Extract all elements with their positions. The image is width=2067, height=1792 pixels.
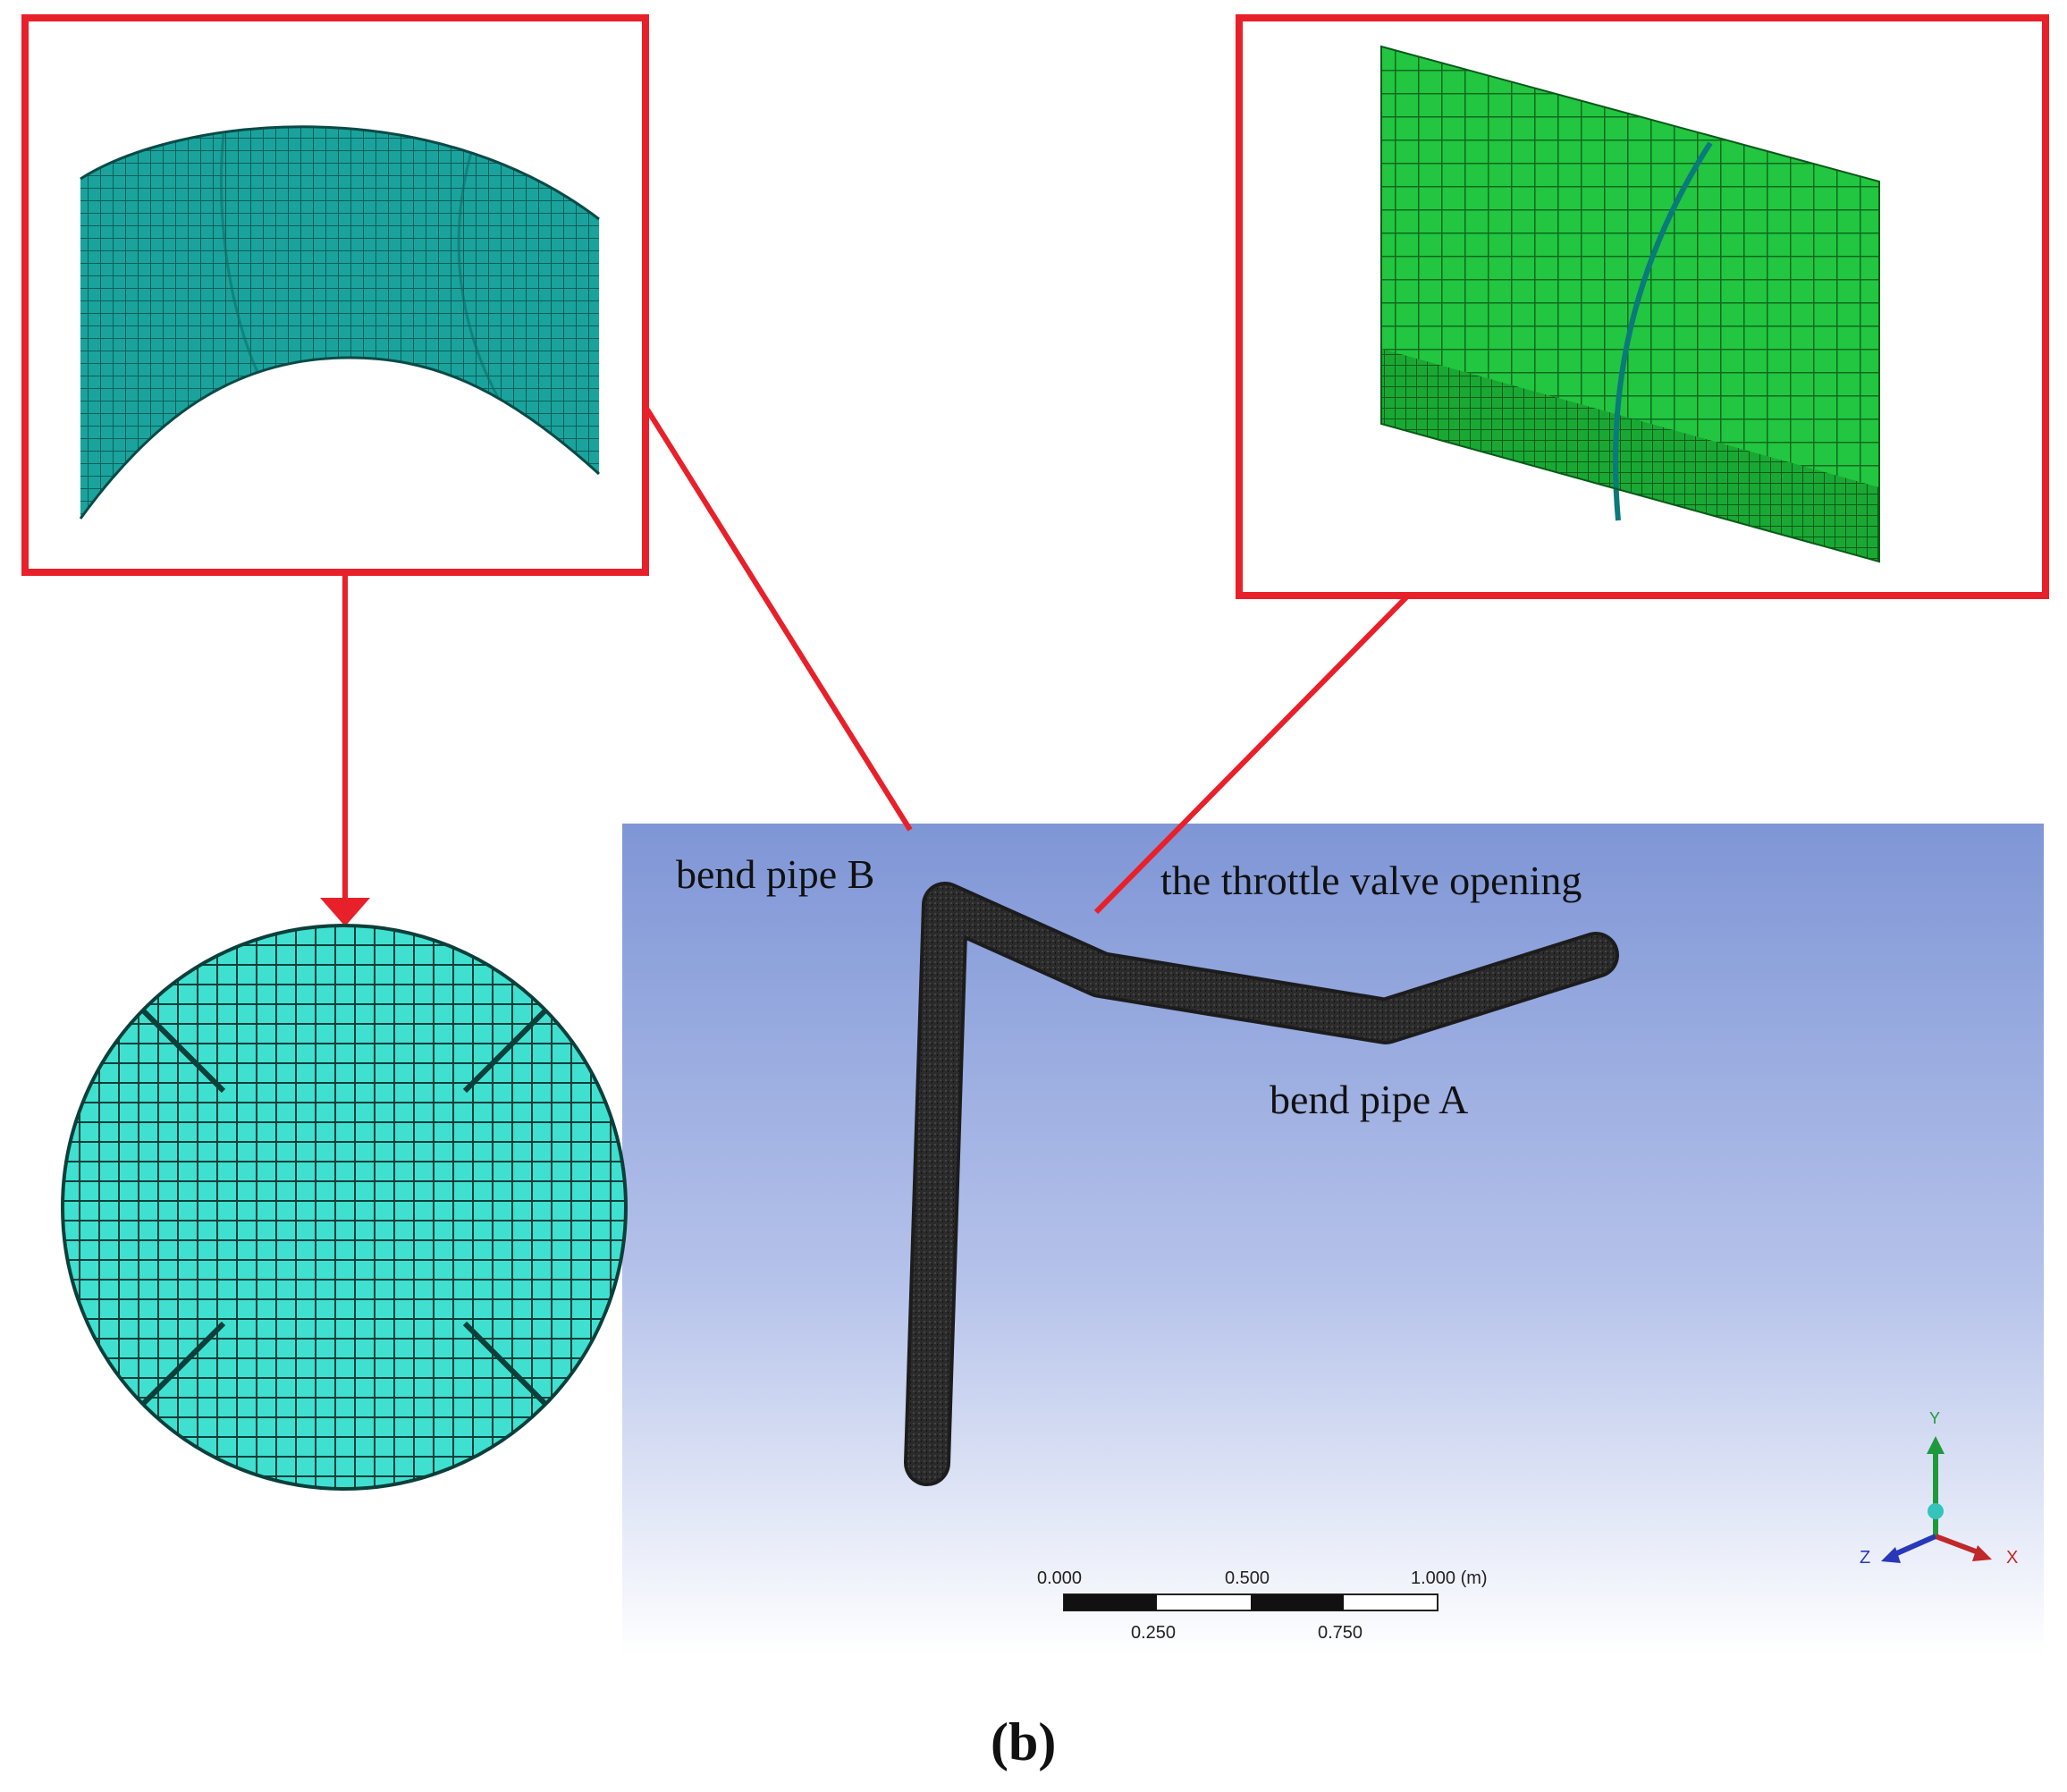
label-throttle-valve: the throttle valve opening: [1160, 858, 1582, 903]
viewport-background: [622, 824, 2044, 1655]
scale-tick-025: 0.250: [1131, 1623, 1176, 1643]
label-bend-pipe-a: bend pipe A: [1270, 1077, 1468, 1122]
figure-caption: (b): [991, 1712, 1056, 1771]
axis-z-label: Z: [1860, 1548, 1870, 1568]
scale-tick-05: 0.500: [1225, 1568, 1270, 1588]
scale-tick-075: 0.750: [1318, 1623, 1363, 1643]
axis-x-label: X: [2006, 1548, 2018, 1568]
scale-tick-0: 0.000: [1037, 1568, 1082, 1588]
pipe-model: [904, 882, 1619, 1486]
cross-section-mesh: [61, 924, 628, 1491]
label-bend-pipe-b: bend pipe B: [676, 851, 874, 897]
valve-mesh: [1380, 45, 1880, 563]
arrow-head: [320, 898, 370, 926]
scale-tick-1: 1.000 (m): [1411, 1568, 1488, 1588]
scale-bar: 0.000 0.500 1.000 (m) 0.250 0.750: [1037, 1568, 1488, 1643]
axis-triad: Y X Z: [1860, 1409, 2018, 1568]
axis-y-label: Y: [1929, 1409, 1940, 1427]
